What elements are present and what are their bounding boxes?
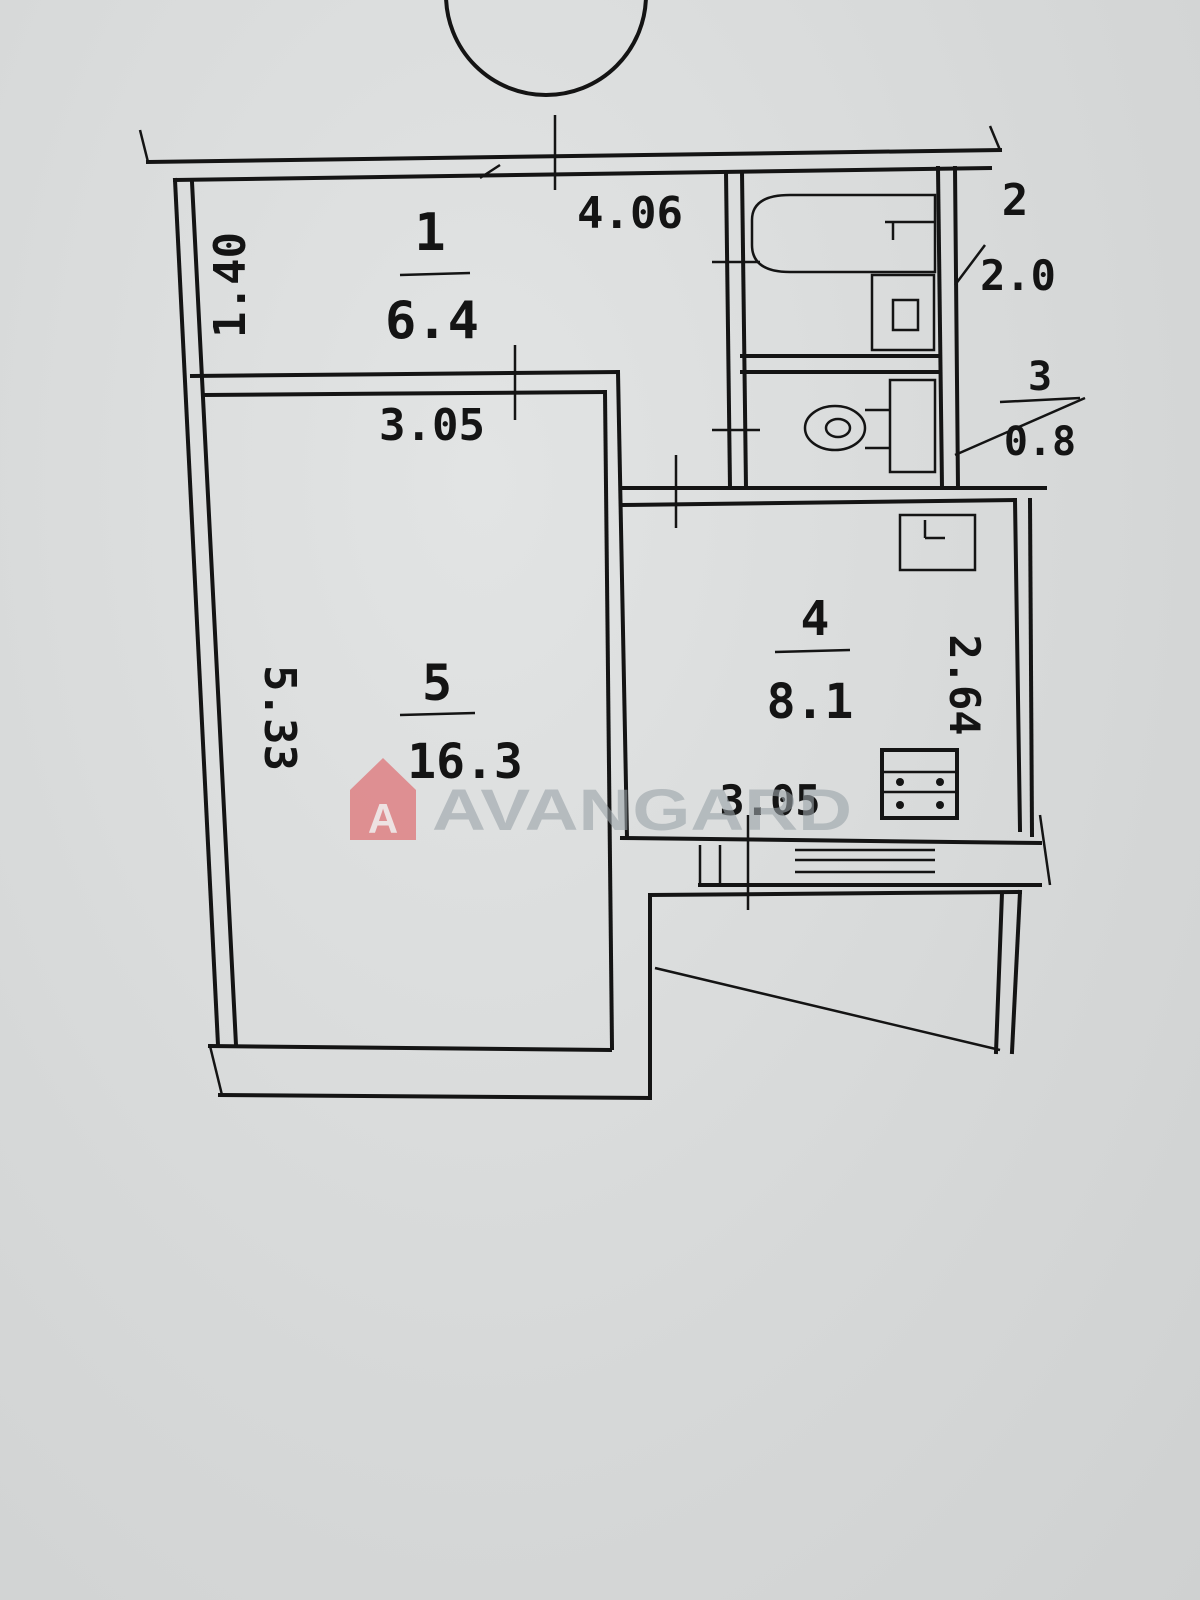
bathtub-icon [750,193,937,274]
stove-icon [880,748,959,820]
plan-number-circle [444,0,648,97]
dimension-ticks [479,115,1086,910]
room-3-number: 3 [1028,354,1052,400]
room-1-number: 1 [414,203,445,263]
dim-room5-width: 3.05 [379,400,485,451]
dim-hall-length: 4.06 [577,188,683,239]
room-3-label: 3 0.8 [999,354,1081,465]
avangard-watermark: A AVANGARD [350,758,852,843]
room-5-number: 5 [422,654,452,712]
sink-icon [870,273,936,352]
room-5-area: 16.3 [407,734,523,790]
room-4-number: 4 [801,591,830,647]
dim-kitchen-width: 3.05 [719,776,820,825]
room-2-label: 2 2.0 [980,175,1056,300]
kitchen-sink-icon [898,513,977,572]
dim-kitchen-length: 2.64 [940,634,989,735]
room-3-area: 0.8 [1004,419,1076,465]
room-1-label: 1 6.4 [385,203,479,351]
room-2-area: 2.0 [980,251,1056,300]
dim-hall-width: 1.40 [205,232,256,338]
dim-room5-length: 5.33 [254,665,305,771]
internal-walls [189,165,1047,1051]
toilet-icon [803,378,937,474]
room-1-area: 6.4 [385,291,479,351]
avangard-logo-icon: A [350,758,416,842]
room-2-number: 2 [1002,175,1029,226]
room-5-label: 5 16.3 [399,654,523,790]
watermark-brand: AVANGARD [432,778,852,843]
logo-letter: A [368,795,398,842]
room-4-label: 4 8.1 [767,591,854,730]
outer-walls [138,125,1052,1101]
room-4-area: 8.1 [767,674,854,730]
